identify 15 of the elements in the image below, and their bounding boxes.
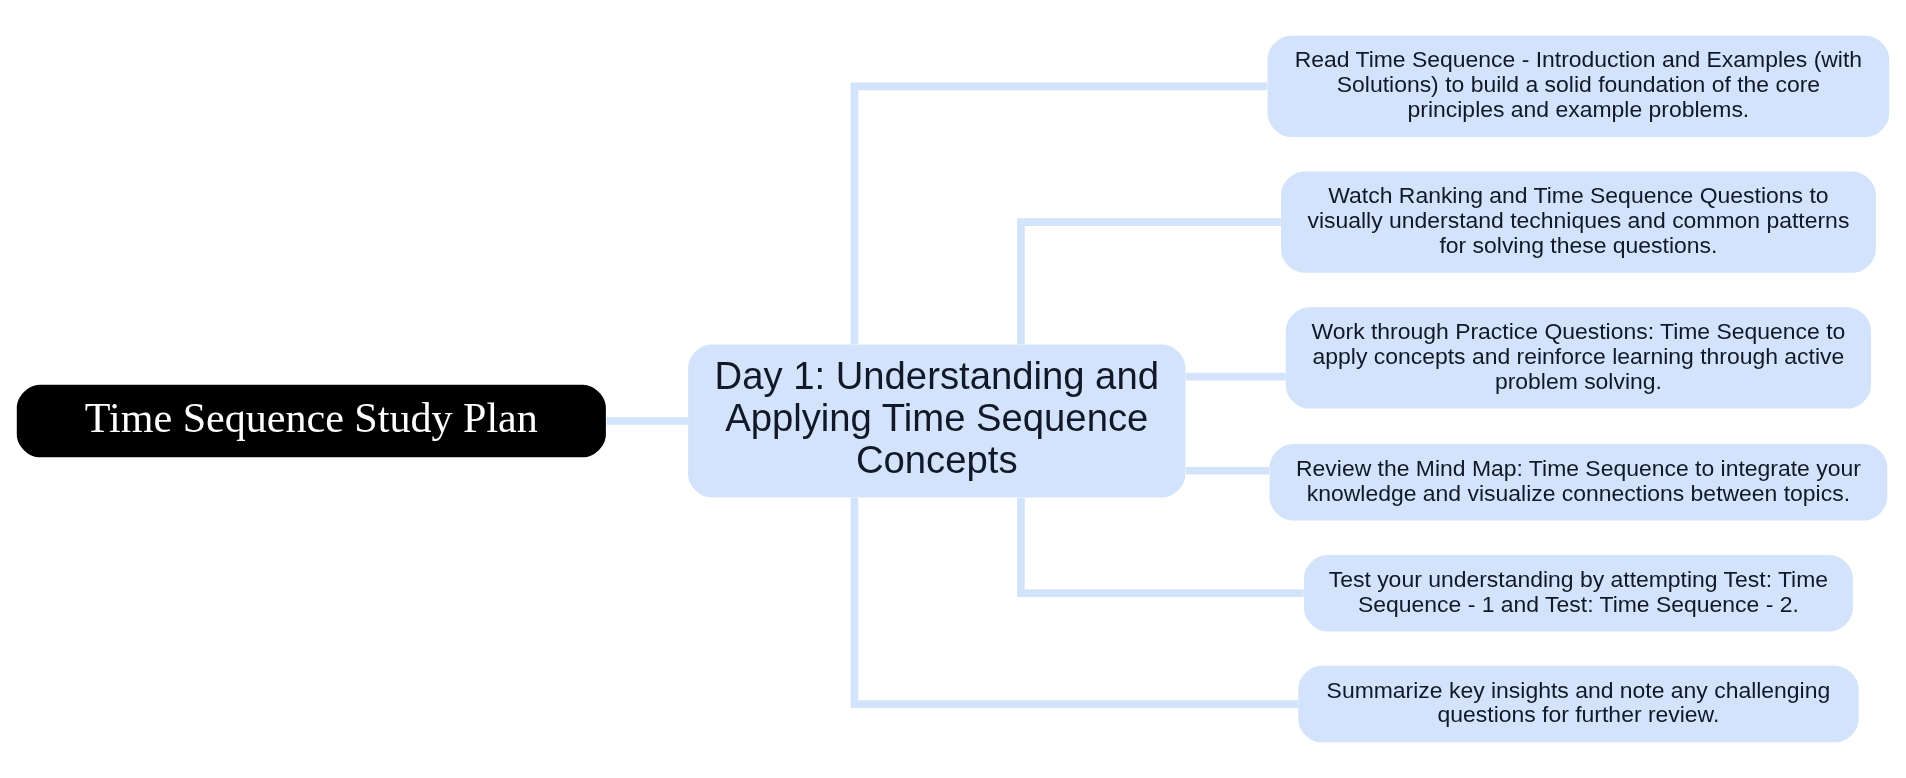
- node-box: Review the Mind Map: Time Sequence to integrate your knowledge and visualize connections between topics.: [1269, 444, 1888, 521]
- connector: [850, 82, 1268, 345]
- node-box: Summarize key insights and note any challenging questions for further review.: [1298, 665, 1859, 743]
- node-box: Read Time Sequence - Introduction and Examples (with Solutions) to build a solid foundation of the core principles and example problems.: [1267, 35, 1890, 137]
- node-box: Watch Ranking and Time Sequence Questions to visually understand techniques and common patterns for solving these questions.: [1281, 171, 1876, 273]
- connector: [1017, 498, 1304, 597]
- node-box: Test your understanding by attempting Test: Time Sequence - 1 and Test: Time Sequence - 2.: [1303, 554, 1853, 632]
- connector: [850, 497, 1298, 708]
- connector: [1017, 218, 1281, 345]
- node-box: Day 1: Understanding and Applying Time Sequence Concepts: [688, 344, 1186, 498]
- connector: [1185, 466, 1269, 475]
- connector: [1185, 372, 1286, 381]
- connector: [606, 417, 688, 425]
- node-box: Time Sequence Study Plan: [16, 384, 606, 458]
- node-box: Work through Practice Questions: Time Sequence to apply concepts and reinforce learning through active problem solving.: [1285, 307, 1872, 409]
